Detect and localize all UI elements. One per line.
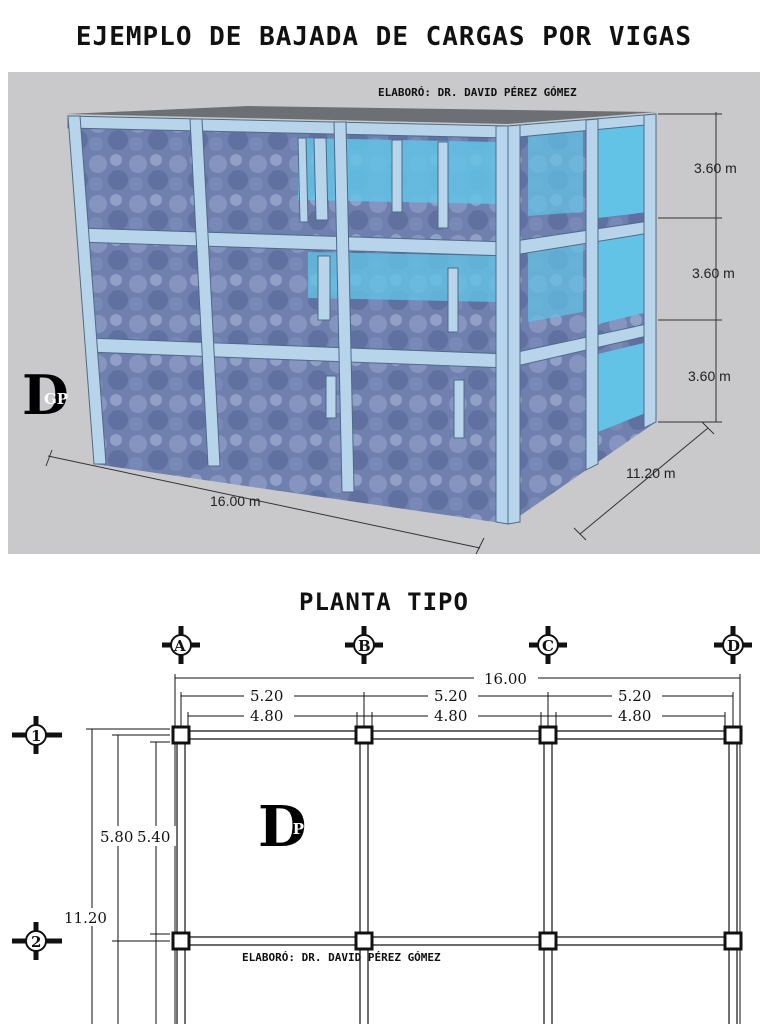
height-label-1: 3.60 m: [694, 160, 737, 176]
main-title: EJEMPLO DE BAJADA DE CARGAS POR VIGAS: [75, 22, 693, 52]
svg-text:1: 1: [31, 727, 41, 745]
axis-marker-a: A: [162, 626, 200, 664]
svg-text:D: D: [727, 637, 740, 655]
dim-clear-bc: 4.80: [434, 707, 467, 725]
column-b2: [354, 931, 374, 951]
dim-total-length: 16.00: [484, 670, 527, 688]
column-a1: [171, 725, 191, 745]
column-d2: [723, 931, 743, 951]
logo: D GP: [22, 363, 69, 427]
axis-marker-c: C: [529, 626, 567, 664]
dim-span-cd: 5.20: [618, 687, 651, 705]
axis-marker-b: B: [345, 626, 383, 664]
column-c1: [538, 725, 558, 745]
dim-span-bc: 5.20: [434, 687, 467, 705]
svg-text:A: A: [173, 637, 186, 655]
plan-logo: D GP: [258, 794, 307, 860]
axis-marker-1: 1: [12, 716, 62, 754]
svg-text:2: 2: [31, 933, 41, 951]
length-label: 16.00 m: [210, 493, 261, 509]
svg-text:B: B: [358, 637, 371, 655]
svg-text:C: C: [542, 637, 554, 655]
dim-bay-axis: 5.80: [100, 828, 133, 846]
axis-marker-d: D: [714, 626, 752, 664]
column-c2: [538, 931, 558, 951]
width-label: 11.20 m: [626, 465, 676, 481]
column-b1: [354, 725, 374, 745]
building-render: 3.60 m 3.60 m 3.60 m 16.00 m 11.20 m D G…: [8, 72, 760, 554]
height-label-2: 3.60 m: [692, 265, 735, 281]
credit-bottom: ELABORÓ: DR. DAVID PÉREZ GÓMEZ: [242, 951, 441, 964]
column-d1: [723, 725, 743, 745]
plan-title: PLANTA TIPO: [299, 588, 469, 616]
dim-bay-clear: 5.40: [137, 828, 170, 846]
credit-top: ELABORÓ: DR. DAVID PÉREZ GÓMEZ: [378, 86, 577, 99]
svg-text:GP: GP: [280, 820, 304, 838]
svg-text:D: D: [258, 794, 307, 860]
dim-span-ab: 5.20: [250, 687, 283, 705]
dim-clear-cd: 4.80: [618, 707, 651, 725]
column-a2: [171, 931, 191, 951]
svg-text:D: D: [22, 363, 69, 427]
axis-marker-2: 2: [12, 922, 62, 960]
dim-total-width: 11.20: [64, 909, 107, 927]
dim-clear-ab: 4.80: [250, 707, 283, 725]
floor-plan: A B C D 1 2: [12, 626, 752, 1024]
height-label-3: 3.60 m: [688, 368, 731, 384]
svg-text:GP: GP: [44, 390, 68, 408]
